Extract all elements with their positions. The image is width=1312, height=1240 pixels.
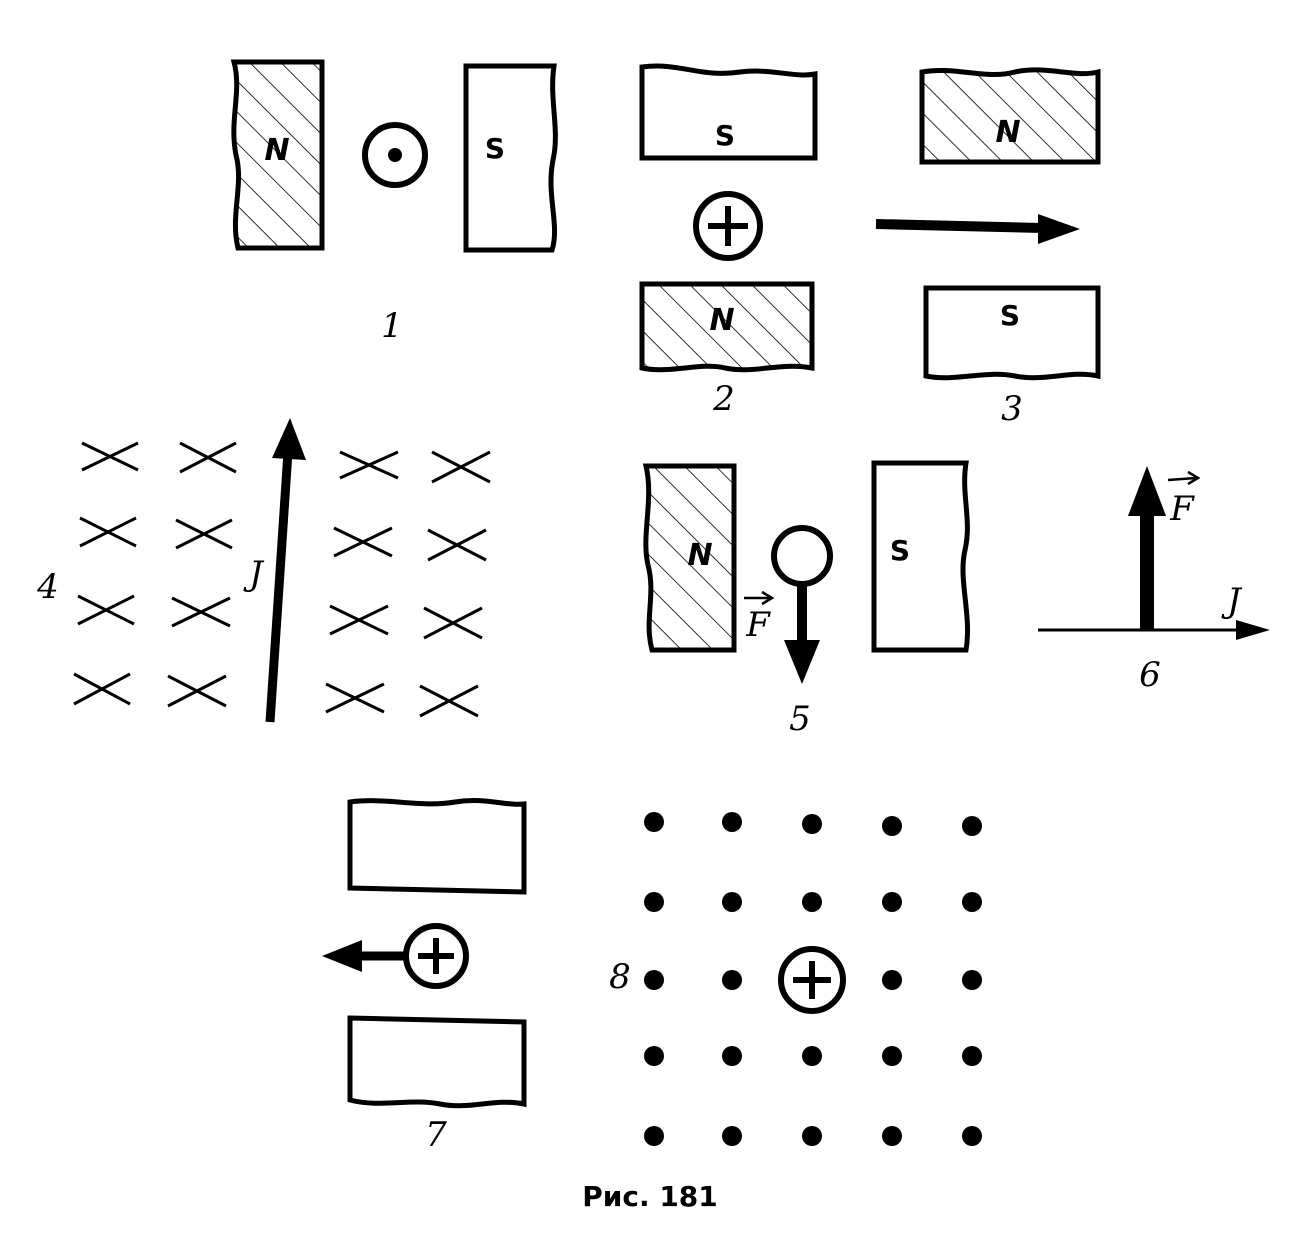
force-arrowhead — [784, 640, 820, 684]
panel-number: 8 — [609, 957, 631, 997]
panel-5: N F S 5 — [642, 460, 971, 739]
field-out-of-page-dot — [644, 812, 664, 832]
plus-sign — [708, 206, 748, 246]
north-magnet — [919, 67, 1101, 165]
north-pole-label: N — [264, 133, 289, 168]
field-out-of-page-dot — [644, 970, 664, 990]
south-magnet — [923, 285, 1101, 381]
panel-number: 4 — [36, 567, 59, 607]
north-magnet — [639, 281, 815, 373]
panel-number: 2 — [712, 379, 735, 419]
panel-8 — [644, 812, 982, 1146]
field-into-page-mark — [77, 594, 135, 626]
south-magnet — [639, 63, 818, 161]
plus-sign — [793, 961, 831, 999]
field-out-of-page-dot — [882, 970, 902, 990]
field-into-page-mark — [339, 450, 399, 480]
north-pole-label: N — [995, 115, 1020, 150]
current-axis-arrowhead — [1236, 620, 1270, 640]
north-pole-label: N — [687, 538, 712, 573]
north-magnet — [230, 59, 325, 251]
field-out-of-page-dot — [962, 892, 982, 912]
south-pole-label: S — [715, 119, 735, 152]
current-label: J — [1221, 581, 1243, 621]
south-magnet — [871, 460, 971, 653]
field-into-page-mark — [325, 682, 385, 714]
field-into-page-mark — [431, 450, 491, 484]
panel-number: 3 — [1001, 389, 1023, 429]
field-out-of-page-dot — [962, 970, 982, 990]
north-pole-label: N — [709, 303, 734, 338]
field-into-page-mark — [427, 528, 487, 562]
panel-1: N S 1 — [230, 59, 558, 346]
north-magnet — [642, 463, 737, 653]
panel-number: 5 — [789, 699, 811, 739]
field-out-of-page-dot — [722, 970, 742, 990]
field-out-of-page-dot — [962, 1046, 982, 1066]
panel-number: 6 — [1139, 655, 1161, 695]
force-label: F — [745, 605, 771, 645]
field-into-page-mark — [73, 672, 131, 706]
field-out-of-page-dot — [722, 1126, 742, 1146]
field-out-of-page-dot — [802, 892, 822, 912]
south-pole-label: S — [1000, 299, 1020, 332]
velocity-arrow — [875, 219, 1043, 233]
field-out-of-page-dot — [802, 814, 822, 834]
plus-sign — [418, 938, 454, 974]
field-out-of-page-dot — [644, 1126, 664, 1146]
current-out-of-page-dot — [388, 148, 402, 162]
field-out-of-page-dot — [644, 1046, 664, 1066]
panel-number: 7 — [425, 1115, 447, 1155]
figure-caption: Рис. 181 — [582, 1180, 718, 1213]
force-arrowhead — [1128, 466, 1166, 516]
field-out-of-page-dot — [882, 1046, 902, 1066]
south-pole-label: S — [890, 534, 910, 567]
field-into-page-mark — [171, 596, 231, 628]
panel-2: S N 2 — [639, 63, 818, 419]
panel-8-charge: 8 — [609, 946, 846, 1014]
field-out-of-page-dot — [882, 1126, 902, 1146]
current-arrow — [265, 451, 293, 723]
upper-magnet — [347, 797, 527, 895]
current-label: J — [243, 554, 265, 594]
field-out-of-page-dot — [722, 892, 742, 912]
field-into-page-mark — [79, 516, 137, 548]
panel-number: 1 — [381, 306, 403, 346]
field-out-of-page-dot — [722, 812, 742, 832]
field-out-of-page-dot — [882, 892, 902, 912]
lower-magnet — [347, 1015, 527, 1109]
conductor-icon — [771, 525, 833, 587]
current-arrowhead — [272, 418, 306, 460]
field-out-of-page-dot — [802, 1046, 822, 1066]
panel-3: N S 3 — [875, 67, 1101, 429]
field-into-page-mark — [167, 674, 227, 708]
panel-6: J F 6 — [1038, 466, 1270, 695]
field-into-page-mark — [81, 441, 139, 472]
south-pole-label: S — [485, 132, 505, 165]
field-out-of-page-dot — [882, 816, 902, 836]
field-into-page-mark — [419, 684, 479, 718]
field-out-of-page-dot — [644, 892, 664, 912]
velocity-arrowhead — [322, 940, 362, 972]
field-into-page-mark — [175, 518, 233, 550]
field-out-of-page-dot — [962, 1126, 982, 1146]
panel-7: 7 — [322, 797, 527, 1155]
field-out-of-page-dot — [802, 1126, 822, 1146]
velocity-arrowhead — [1038, 214, 1080, 244]
vector-arrow-mark — [744, 590, 775, 606]
field-into-page-mark — [423, 606, 483, 640]
vector-arrow-mark — [1167, 470, 1201, 486]
panel-4 — [73, 441, 491, 718]
panel-4-current: J 4 — [36, 418, 306, 723]
force-label: F — [1169, 489, 1195, 529]
field-out-of-page-dot — [962, 816, 982, 836]
south-magnet — [463, 63, 558, 253]
field-out-of-page-dot — [722, 1046, 742, 1066]
field-into-page-mark — [333, 526, 393, 558]
field-into-page-mark — [329, 604, 389, 636]
field-into-page-mark — [179, 441, 237, 474]
